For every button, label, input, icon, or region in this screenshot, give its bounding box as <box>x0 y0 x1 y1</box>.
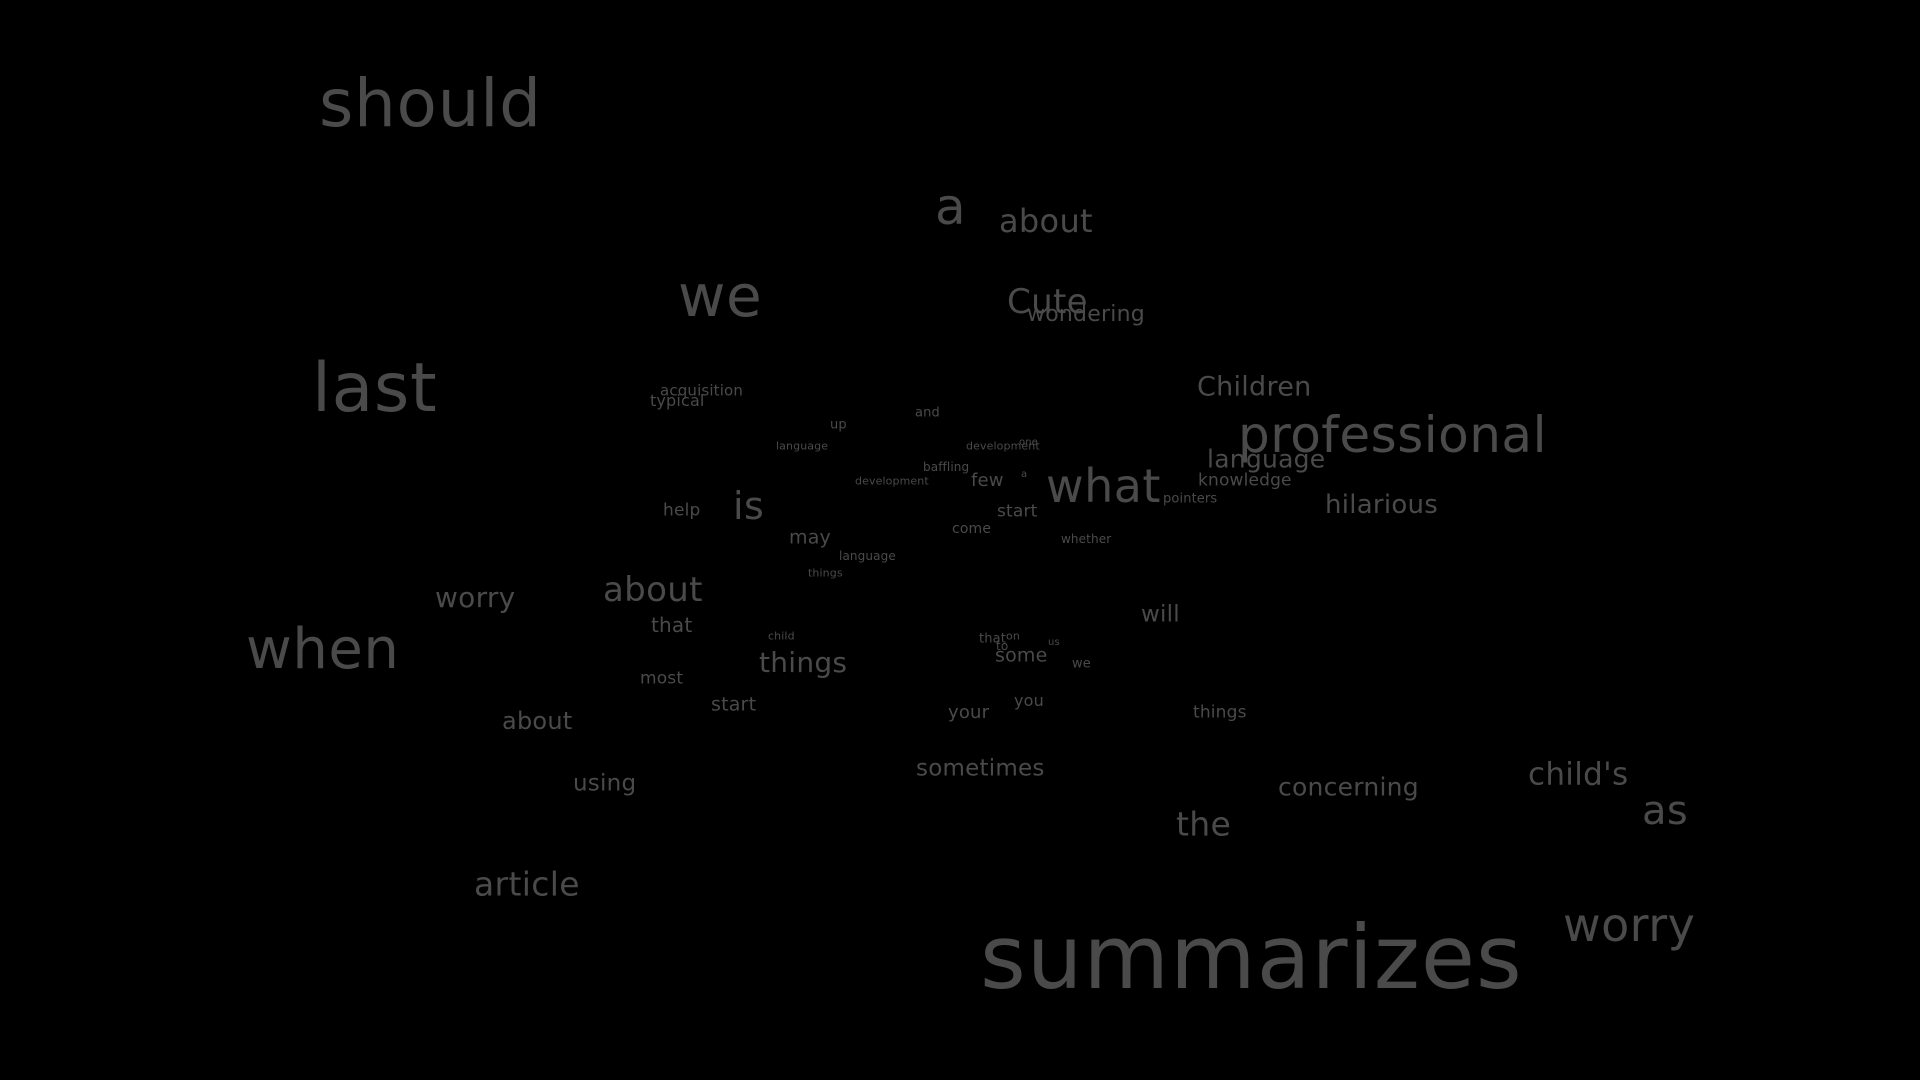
cloud-word: to <box>996 639 1009 653</box>
cloud-word: that <box>979 631 1006 647</box>
cloud-word: start <box>997 501 1038 522</box>
cloud-word: we <box>678 262 763 330</box>
cloud-word: worry <box>1563 898 1696 952</box>
cloud-word: development <box>855 474 929 488</box>
cloud-word: whether <box>1061 532 1112 546</box>
cloud-word: as <box>1642 788 1689 834</box>
cloud-word: using <box>573 770 637 797</box>
cloud-word: Cute <box>1007 282 1088 322</box>
cloud-word: come <box>952 521 992 537</box>
cloud-word: should <box>319 65 542 142</box>
cloud-word: what <box>1046 459 1161 513</box>
cloud-word: things <box>808 566 843 580</box>
cloud-word: language <box>839 549 896 563</box>
cloud-word: you <box>1014 691 1044 710</box>
cloud-word: pointers <box>1163 491 1218 507</box>
cloud-word: language <box>776 439 829 453</box>
cloud-word: few <box>971 470 1004 491</box>
cloud-word: things <box>759 646 848 679</box>
cloud-word: last <box>312 349 438 428</box>
cloud-word: most <box>640 668 684 689</box>
cloud-word: summarizes <box>980 906 1523 1009</box>
cloud-word: typical <box>650 391 705 410</box>
cloud-word: child <box>768 629 795 643</box>
cloud-word: about <box>603 570 703 610</box>
cloud-word: worry <box>435 581 516 614</box>
cloud-word: a <box>935 178 967 236</box>
cloud-word: child's <box>1528 756 1629 793</box>
cloud-word: we <box>1072 656 1091 672</box>
cloud-word: Children <box>1197 371 1312 403</box>
cloud-word: one <box>1019 437 1038 448</box>
cloud-word: the <box>1176 804 1232 844</box>
cloud-word: up <box>830 417 847 433</box>
cloud-word: about <box>999 202 1093 240</box>
cloud-word: a <box>1021 469 1028 480</box>
cloud-word: baffling <box>923 460 970 474</box>
cloud-word: sometimes <box>916 755 1045 782</box>
cloud-word: will <box>1141 601 1180 628</box>
cloud-word: and <box>915 405 940 421</box>
cloud-word: may <box>789 526 831 549</box>
cloud-word: start <box>711 693 757 716</box>
cloud-word: article <box>474 864 580 904</box>
cloud-word: help <box>663 500 701 521</box>
cloud-word: about <box>502 707 573 735</box>
cloud-word: language <box>1207 444 1326 474</box>
cloud-word: concerning <box>1278 772 1419 802</box>
cloud-word: hilarious <box>1325 490 1439 520</box>
cloud-word: professional <box>1238 406 1547 464</box>
cloud-word: knowledge <box>1198 470 1292 491</box>
cloud-word: on <box>1006 629 1020 643</box>
cloud-word: us <box>1048 637 1060 648</box>
cloud-word: wondering <box>1027 302 1145 327</box>
cloud-word: acquisition <box>660 381 744 400</box>
cloud-word: development <box>966 439 1040 453</box>
cloud-word: that <box>651 613 693 637</box>
cloud-word: when <box>246 617 400 682</box>
cloud-word: is <box>733 484 765 528</box>
cloud-word: things <box>1193 702 1247 723</box>
cloud-word: some <box>995 644 1048 667</box>
cloud-word: your <box>948 702 990 723</box>
